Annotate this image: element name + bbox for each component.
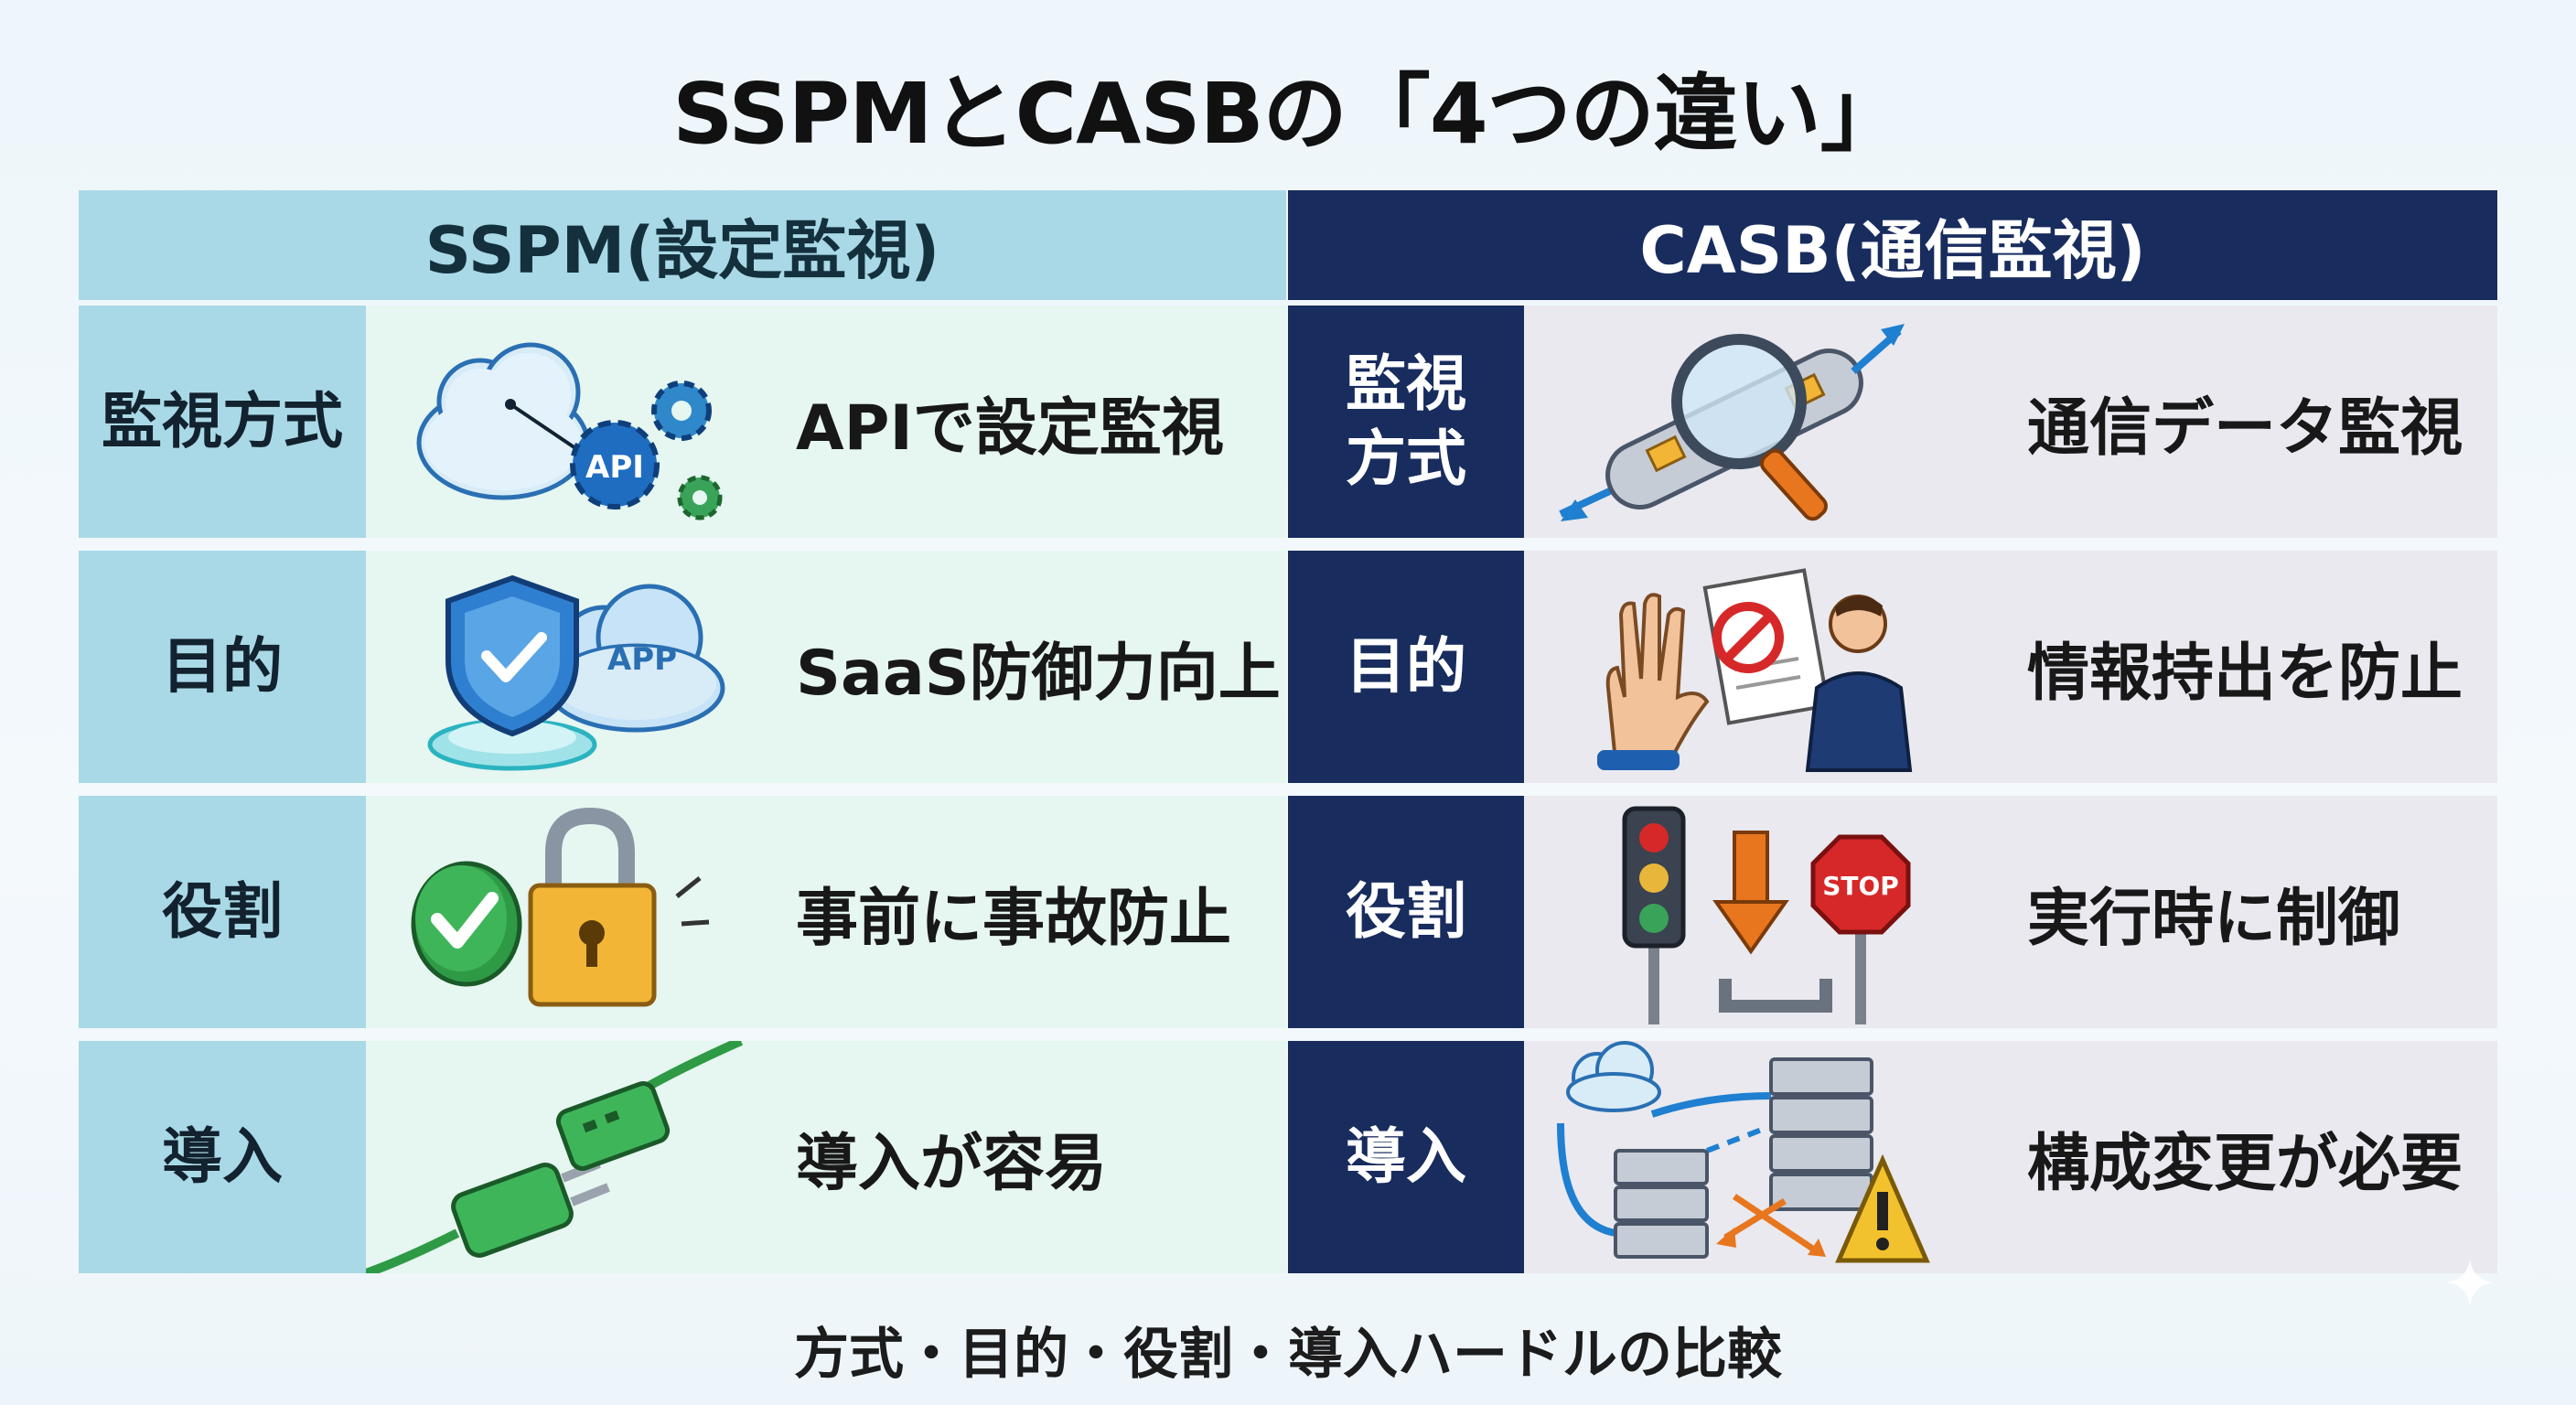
sspm-header: SSPM(設定監視)	[79, 190, 1286, 300]
casb-row-label: 目的	[1288, 551, 1524, 783]
sspm-row-label: 監視方式	[79, 306, 366, 538]
sspm-row-label: 役割	[79, 796, 366, 1028]
page-footer-caption: 方式・目的・役割・導入ハードルの比較	[794, 1323, 1782, 1387]
casb-row-text: 通信データ監視	[2027, 391, 2463, 465]
traffic-light-stop-sign-icon: STOP	[1622, 806, 1911, 1024]
comparison-row-adoption: 導入 導入が容易 導入	[0, 1041, 2576, 1273]
casb-row-text: 情報持出を防止	[2027, 637, 2463, 710]
sspm-row-label: 導入	[79, 1041, 366, 1273]
stop-sign-text: STOP	[1822, 871, 1899, 901]
casb-row-cell: STOP 実行時に制御	[1524, 796, 2497, 1028]
casb-row-cell: 構成変更が必要	[1524, 1041, 2497, 1273]
casb-row-text: 構成変更が必要	[2027, 1127, 2463, 1200]
comparison-row-purpose: 目的 APP SaaS防御力向上 目的 情報	[0, 551, 2576, 783]
shield-app-cloud-icon: APP	[427, 574, 725, 771]
stop-hand-document-icon	[1597, 568, 1913, 772]
sspm-row-cell: APP SaaS防御力向上	[366, 551, 1286, 783]
sspm-row-label: 目的	[79, 551, 366, 783]
servers-warning-icon	[1557, 1041, 1930, 1263]
casb-row-label: 役割	[1288, 796, 1524, 1028]
api-badge-text: API	[585, 449, 644, 486]
comparison-row-method: 監視方式 API APIで設定監視 監視 方式	[0, 306, 2576, 538]
sspm-row-text: 導入が容易	[796, 1127, 1108, 1200]
sspm-row-text: 事前に事故防止	[796, 882, 1232, 955]
magnifier-pipe-icon	[1559, 324, 1905, 521]
sspm-row-cell: 導入が容易	[366, 1041, 1286, 1273]
sspm-row-text: APIで設定監視	[796, 391, 1224, 465]
comparison-row-role: 役割 事前に事故防止 役割 STOP 実行時	[0, 796, 2576, 1028]
sspm-row-text: SaaS防御力向上	[796, 637, 1281, 710]
sspm-row-cell: 事前に事故防止	[366, 796, 1286, 1028]
server-rack-left	[1614, 1149, 1709, 1259]
app-label-text: APP	[607, 641, 677, 678]
sspm-row-cell: API APIで設定監視	[366, 306, 1286, 538]
casb-row-text: 実行時に制御	[2027, 882, 2401, 955]
sparkle-icon	[2446, 1259, 2494, 1306]
check-padlock-icon	[411, 807, 710, 1007]
casb-row-cell: 情報持出を防止	[1524, 551, 2497, 783]
cloud-api-gear-icon: API	[416, 342, 723, 520]
casb-header: CASB(通信監視)	[1288, 190, 2497, 300]
page-title: SSPMとCASBの「4つの違い」	[672, 65, 1904, 163]
casb-row-label: 監視 方式	[1288, 306, 1524, 538]
casb-row-label: 導入	[1288, 1041, 1524, 1273]
casb-row-cell: 通信データ監視	[1524, 306, 2497, 538]
server-rack-right	[1769, 1057, 1873, 1211]
plug-connector-icon	[366, 1041, 744, 1273]
